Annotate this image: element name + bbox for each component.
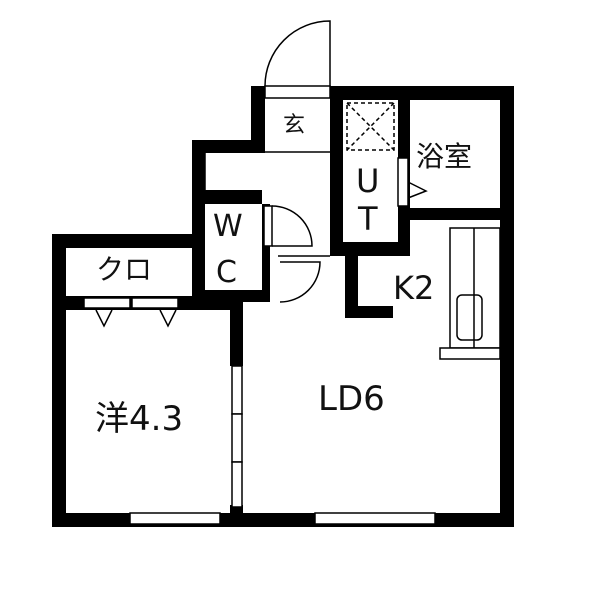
room-label-kitchen: K2: [393, 269, 435, 307]
room-label-utility-u: U: [356, 162, 380, 200]
room-label-living-dining: LD6: [318, 379, 385, 419]
room-label-toilet-c: C: [216, 255, 237, 290]
room-label-western-room: 洋4.3: [95, 399, 184, 439]
openings: [83, 85, 501, 525]
door-swings: [95, 20, 483, 348]
room-label-utility-t: T: [358, 200, 378, 238]
room-label-closet: クロ: [96, 253, 153, 286]
washer-space-icon: [346, 102, 395, 151]
room-label-bathroom: 浴室: [416, 140, 473, 173]
room-label-entrance: 玄: [283, 113, 306, 138]
room-label-toilet-w: W: [213, 209, 243, 244]
